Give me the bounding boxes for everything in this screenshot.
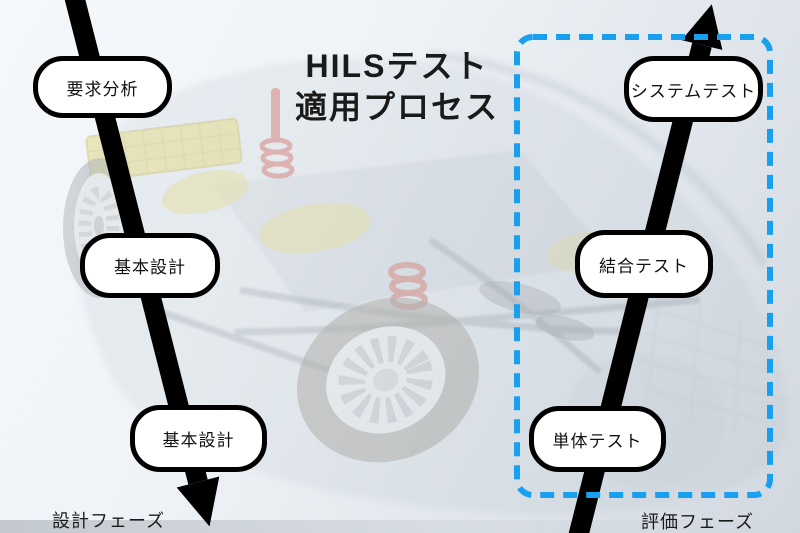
step-label: システムテスト [630, 81, 757, 101]
step-box-requirements-analysis: 要求分析 [33, 56, 172, 118]
up-arrowhead-icon [681, 4, 723, 50]
front-wheel [297, 297, 479, 463]
drivetrain-part [479, 281, 561, 315]
step-box-basic-design-1: 基本設計 [80, 233, 220, 298]
diagram-title: HILSテスト 適用プロセス [272, 46, 522, 128]
step-label: 結合テスト [599, 256, 689, 276]
car-roofline [429, 50, 770, 268]
design-phase-label: 設計フェーズ [52, 511, 166, 531]
step-box-system-test: システムテスト [624, 56, 763, 122]
step-label: 基本設計 [162, 431, 235, 450]
yellow-canister [259, 202, 371, 254]
step-label: 単体テスト [552, 431, 643, 451]
evaluation-phase-label: 評価フェーズ [641, 512, 755, 532]
drivetrain-part [535, 315, 595, 341]
coil-spring [388, 262, 428, 310]
coil-spring [259, 88, 295, 179]
title-line-2: 適用プロセス [294, 89, 499, 125]
step-box-integration-test: 結合テスト [575, 230, 713, 298]
floor-shadow [0, 520, 800, 533]
step-box-basic-design-2: 基本設計 [130, 405, 267, 472]
down-arrowhead-icon [176, 476, 220, 527]
step-box-unit-test: 単体テスト [529, 406, 666, 472]
step-label: 要求分析 [66, 79, 139, 99]
yellow-canister [162, 169, 248, 215]
step-label: 基本設計 [114, 258, 186, 277]
title-line-1: HILSテスト [305, 48, 489, 84]
